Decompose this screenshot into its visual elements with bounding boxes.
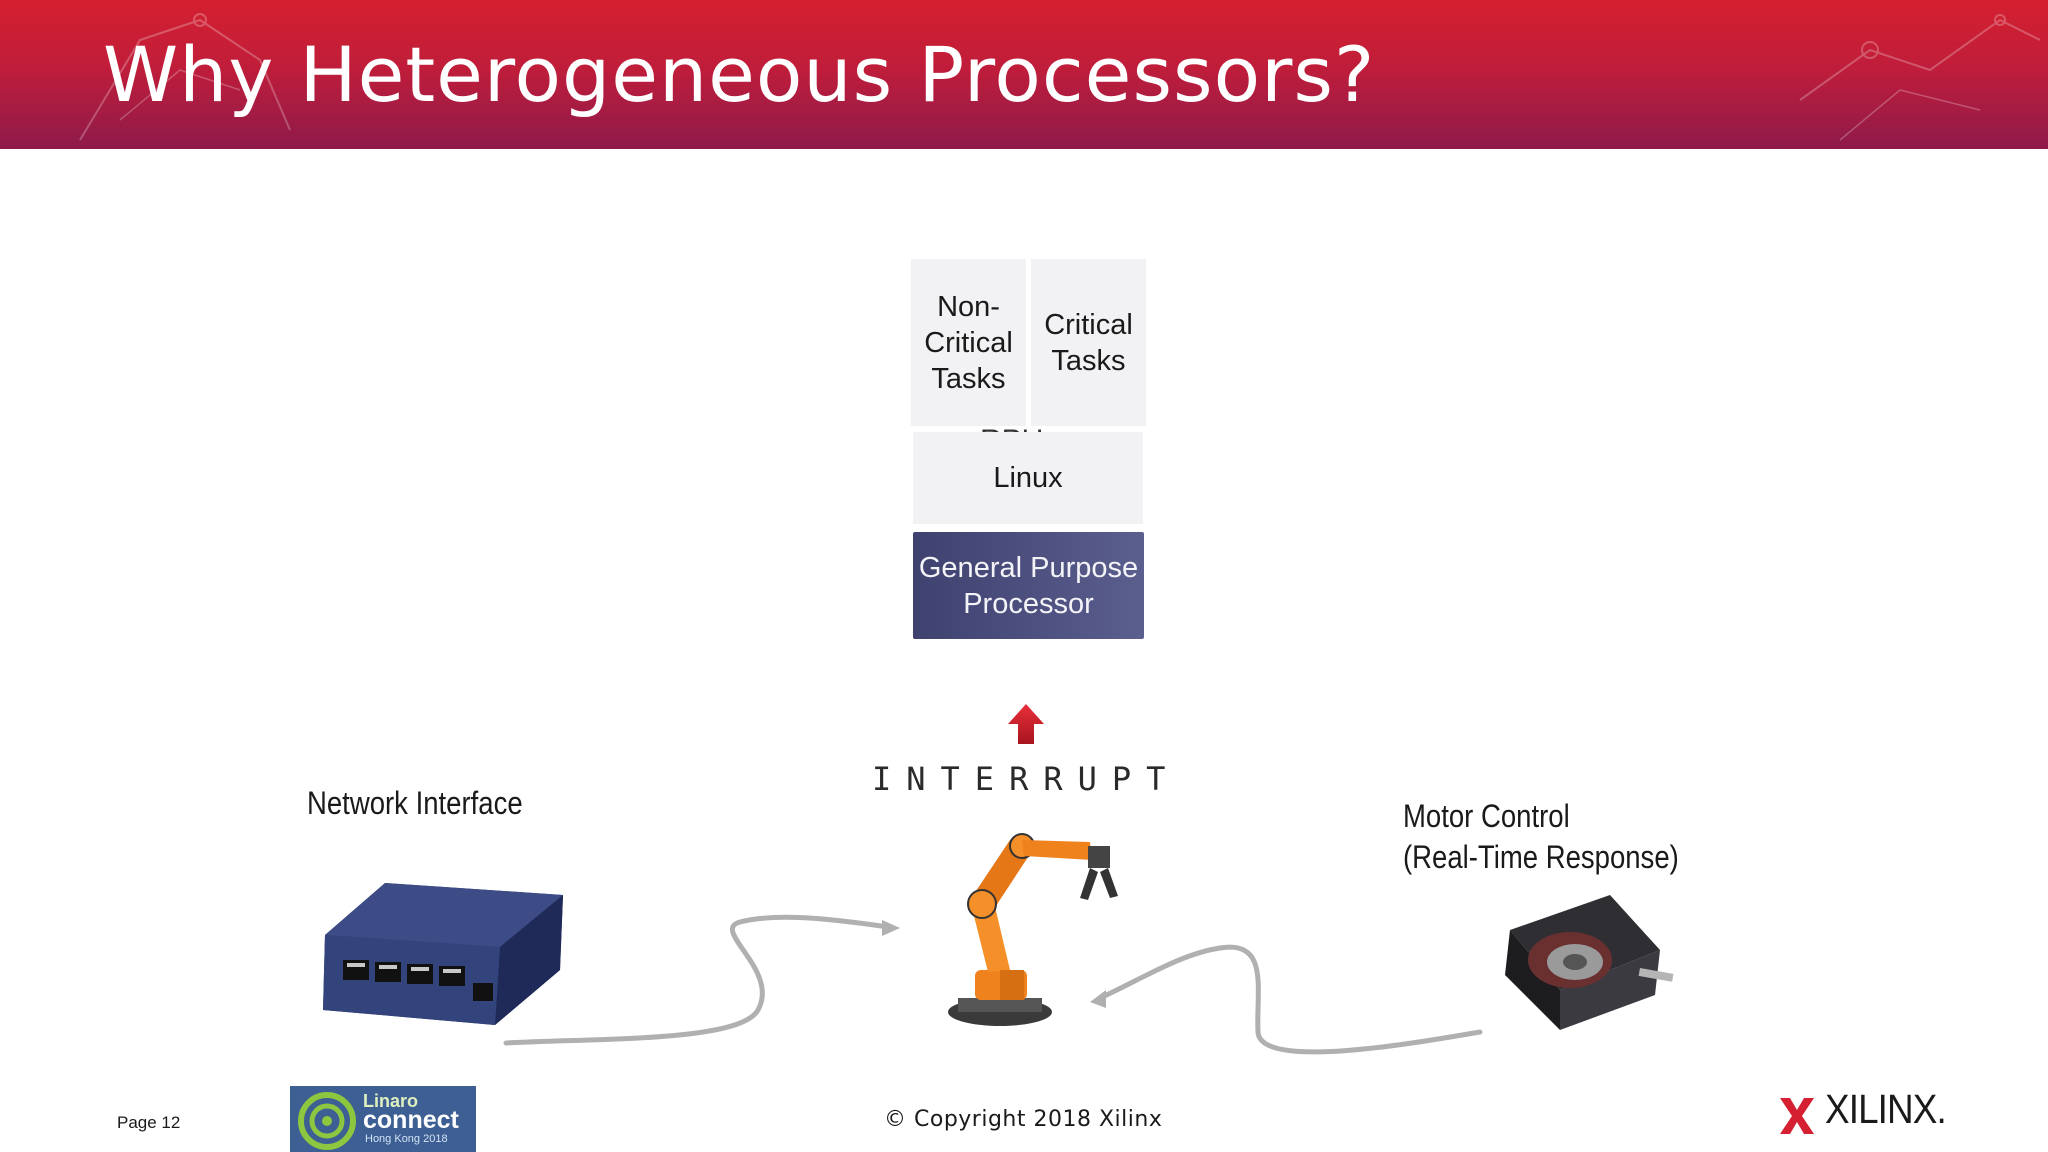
linux-label: Linux	[993, 462, 1063, 494]
slide-title: Why Heterogeneous Processors?	[103, 30, 1376, 119]
banner-right-decoration	[1799, 14, 2041, 141]
network-interface-label: Network Interface	[307, 785, 523, 821]
general-purpose-processor-box: General Purpose Processor	[913, 532, 1144, 639]
title-banner	[0, 0, 2048, 149]
hong-kong-text: Hong Kong 2018	[365, 1133, 448, 1145]
non-critical-tasks-box: Non- Critical Tasks	[911, 259, 1026, 426]
critical-tasks-box: Critical Tasks	[1031, 259, 1146, 426]
interrupt-label: INTERRUPT	[872, 760, 1181, 798]
processor-label: General Purpose Processor	[918, 551, 1139, 620]
motor-to-robot-connector	[1090, 944, 1483, 1055]
linaro-swirl-icon	[298, 1092, 356, 1150]
interrupt-arrow-icon	[1008, 704, 1044, 744]
connect-text: connect	[363, 1106, 459, 1134]
linux-box: Linux	[913, 432, 1143, 524]
network-to-robot-connector	[503, 914, 900, 1046]
motor-control-label: Motor Control	[1403, 798, 1570, 834]
xilinx-mark-icon	[1780, 1098, 1814, 1134]
xilinx-logo-text: XILINX.	[1825, 1086, 1947, 1132]
hidden-rpu-label: RPU	[980, 418, 1060, 432]
copyright-text: © Copyright 2018 Xilinx	[884, 1107, 1163, 1132]
non-critical-tasks-label: Non- Critical Tasks	[924, 290, 1013, 395]
robot-arm-icon	[948, 833, 1118, 1026]
real-time-response-label: (Real-Time Response)	[1403, 839, 1679, 875]
linaro-text: Linaro	[363, 1091, 419, 1111]
network-switch-icon	[323, 883, 563, 1025]
linaro-connect-logo: Linaro connect Hong Kong 2018	[290, 1086, 476, 1152]
banner-left-decoration	[79, 13, 291, 141]
page-number: Page 12	[117, 1113, 181, 1132]
motor-icon	[1505, 895, 1674, 1030]
critical-tasks-label: Critical Tasks	[1044, 308, 1133, 377]
